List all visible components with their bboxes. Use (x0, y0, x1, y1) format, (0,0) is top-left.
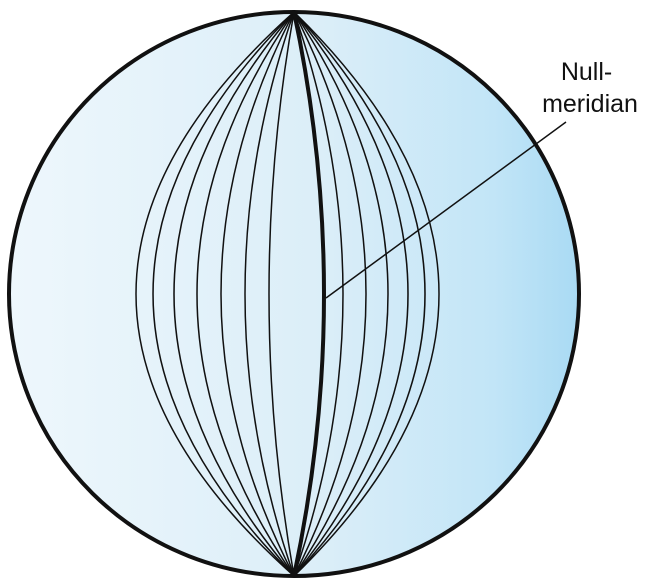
globe (9, 12, 579, 576)
meridian-label-line1: Null- (561, 58, 612, 86)
meridian-label: Null- meridian (542, 58, 638, 118)
meridian-label-line2: meridian (542, 90, 638, 118)
